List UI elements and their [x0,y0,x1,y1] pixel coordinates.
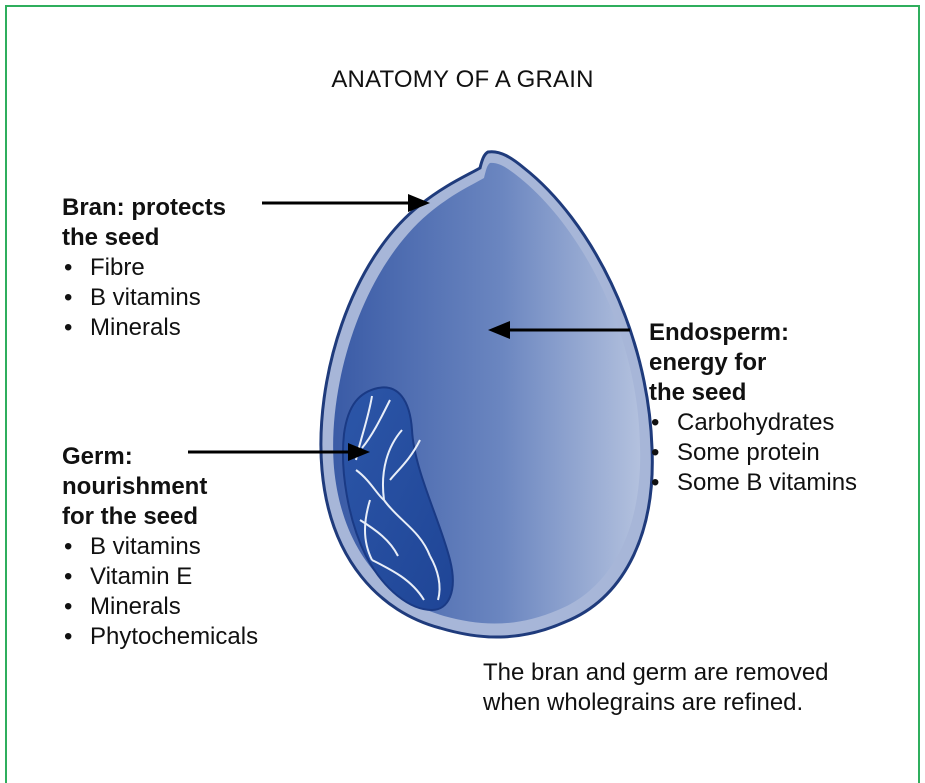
bran-nutrient-item: Fibre [62,253,226,283]
germ-nutrient-item: Minerals [62,592,258,622]
bran-nutrient-item: B vitamins [62,283,226,313]
endosperm-label: Endosperm: energy for the seed Carbohydr… [649,318,857,498]
endosperm-heading-line-1: Endosperm: [649,318,857,348]
germ-heading-line-1: Germ: [62,442,258,472]
bran-heading-line-2: the seed [62,223,226,253]
bran-heading-line-1: Bran: protects [62,193,226,223]
germ-nutrient-list: B vitamins Vitamin E Minerals Phytochemi… [62,532,258,652]
germ-nutrient-item: B vitamins [62,532,258,562]
refining-note-line-2: when wholegrains are refined. [483,688,829,718]
bran-label: Bran: protects the seed Fibre B vitamins… [62,193,226,343]
bran-nutrient-list: Fibre B vitamins Minerals [62,253,226,343]
germ-heading-line-2: nourishment [62,472,258,502]
endosperm-nutrient-item: Some B vitamins [649,468,857,498]
refining-note: The bran and germ are removed when whole… [483,658,829,718]
refining-note-line-1: The bran and germ are removed [483,658,829,688]
germ-nutrient-item: Vitamin E [62,562,258,592]
endosperm-heading-line-2: energy for [649,348,857,378]
bran-nutrient-item: Minerals [62,313,226,343]
germ-label: Germ: nourishment for the seed B vitamin… [62,442,258,652]
endosperm-nutrient-item: Some protein [649,438,857,468]
endosperm-nutrient-list: Carbohydrates Some protein Some B vitami… [649,408,857,498]
bran-arrow [262,194,430,212]
endosperm-heading-line-3: the seed [649,378,857,408]
germ-heading-line-3: for the seed [62,502,258,532]
endosperm-nutrient-item: Carbohydrates [649,408,857,438]
germ-nutrient-item: Phytochemicals [62,622,258,652]
